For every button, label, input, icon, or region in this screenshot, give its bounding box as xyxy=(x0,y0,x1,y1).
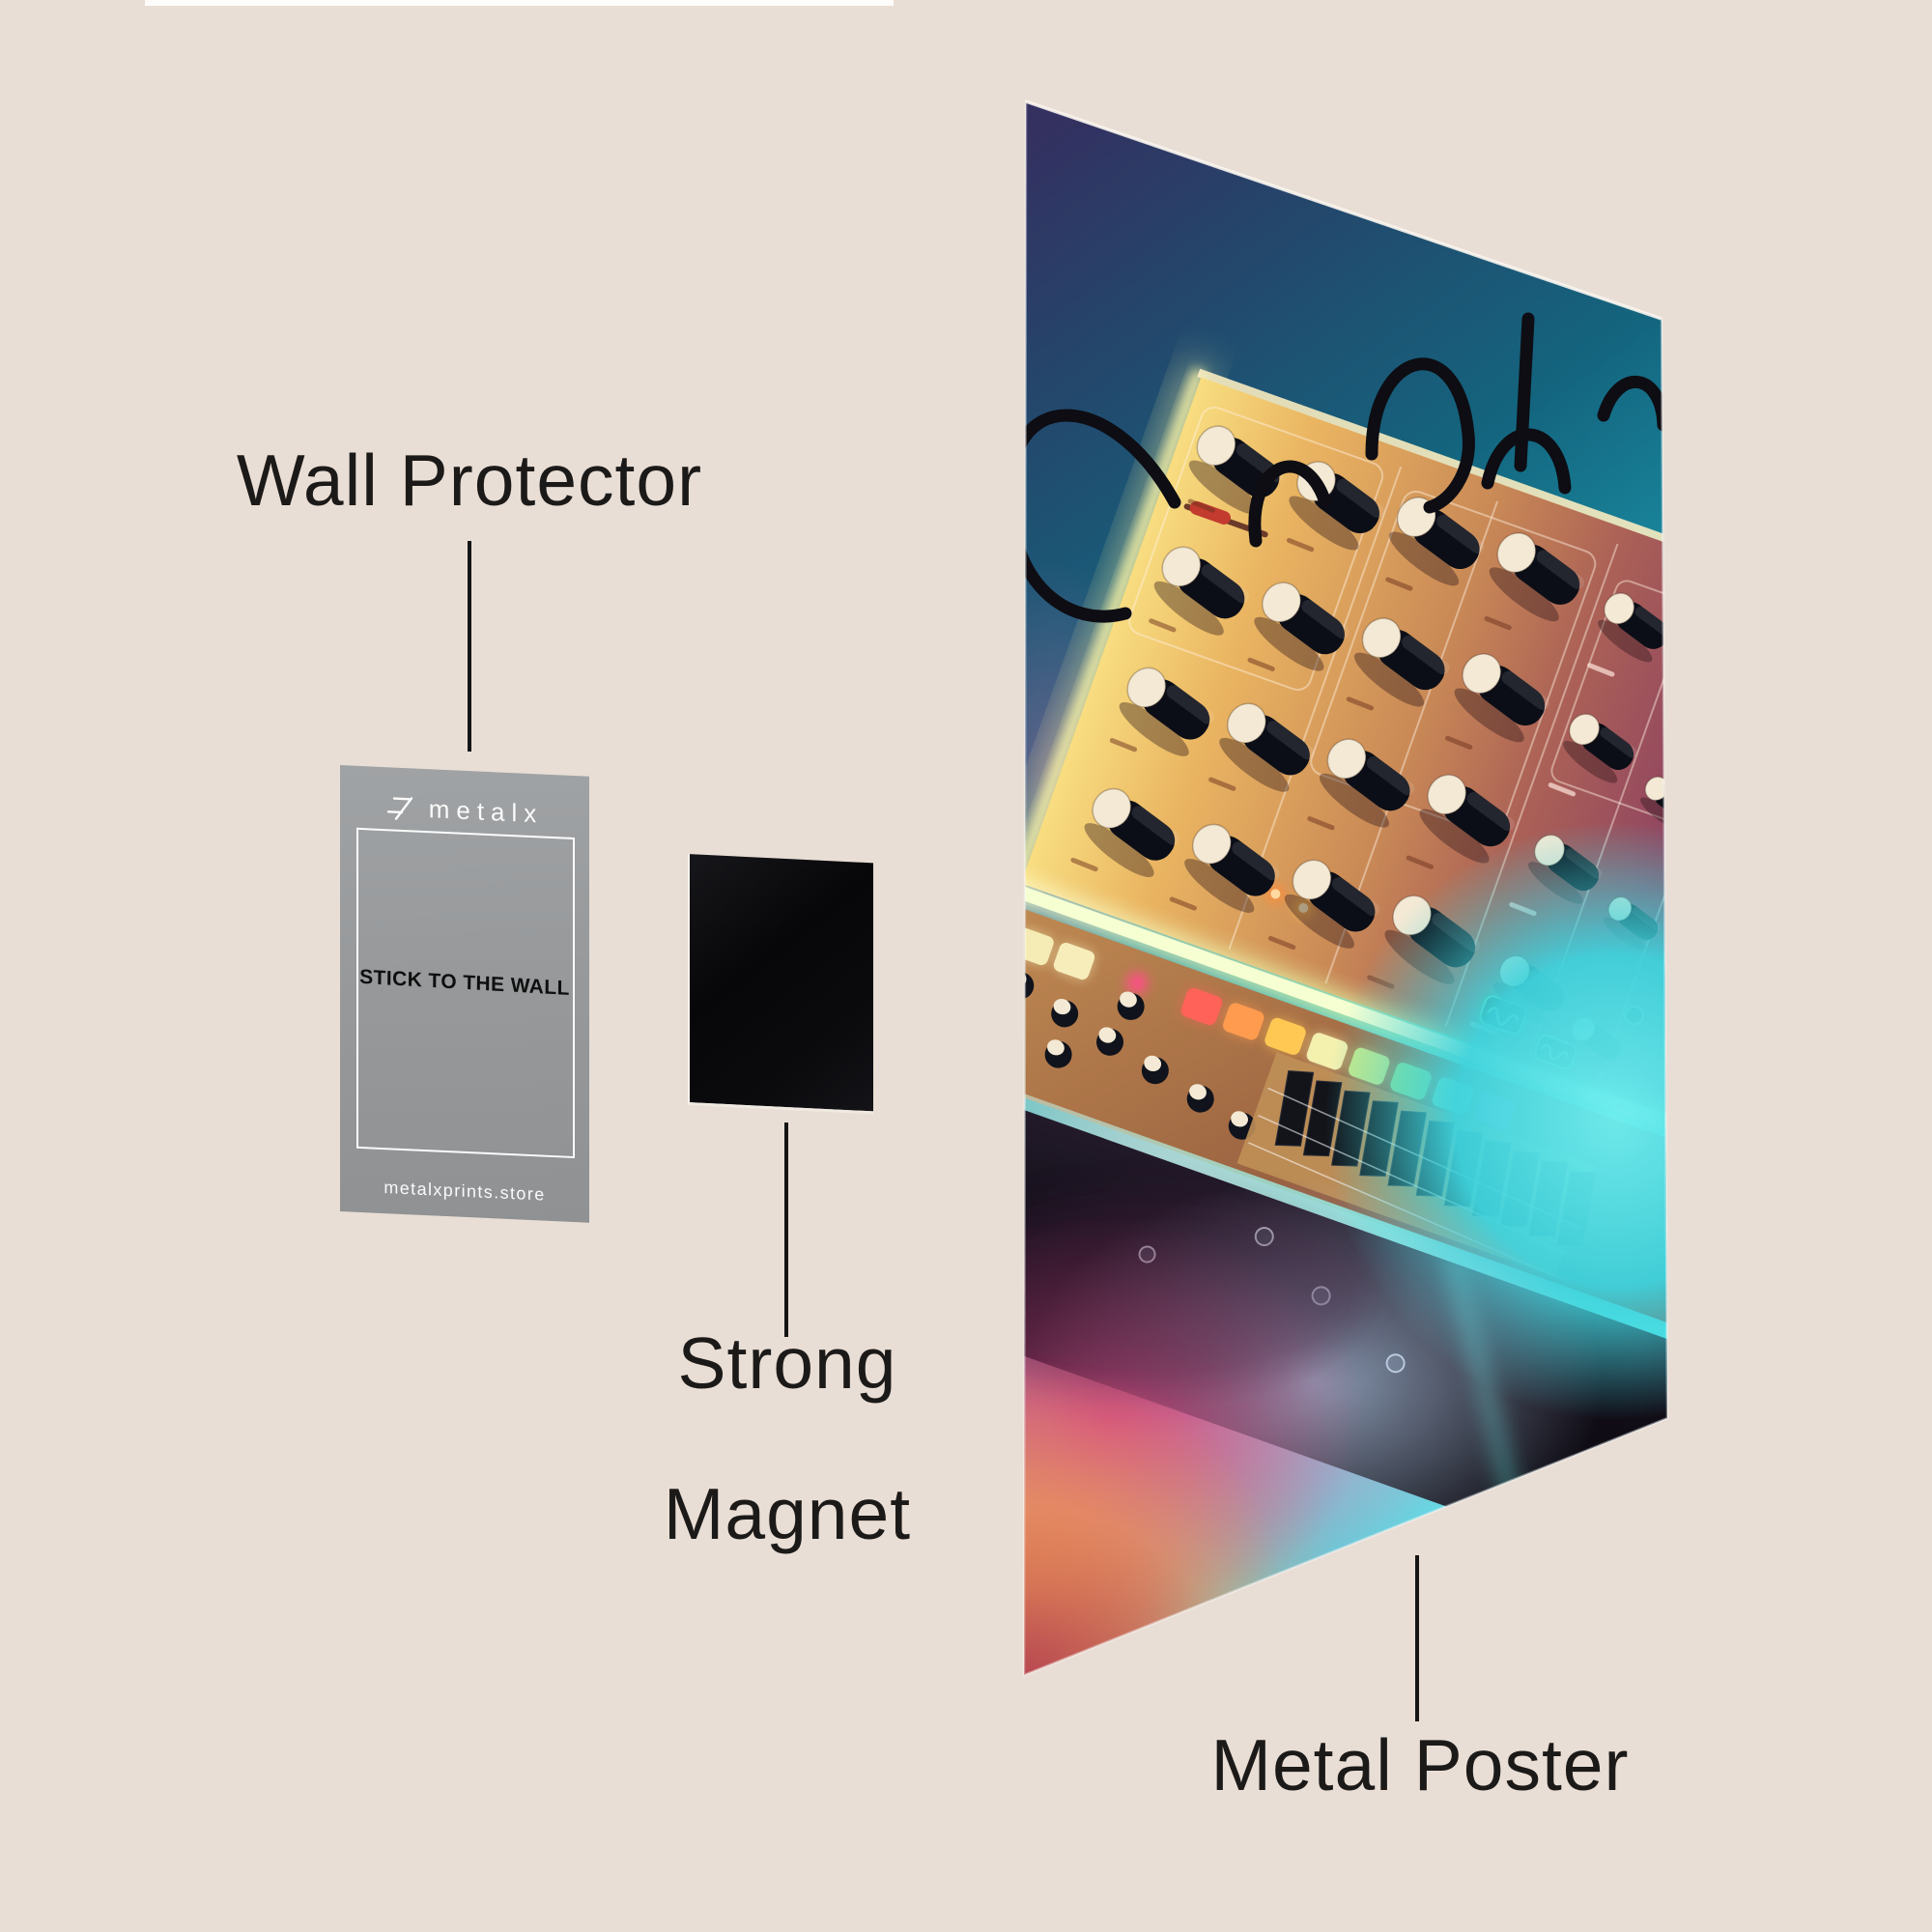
poster-top-edge-highlight xyxy=(1025,99,1662,321)
top-edge-strip xyxy=(145,0,894,6)
metal-poster-connector-line xyxy=(1415,1555,1419,1721)
floor-wash-overlays xyxy=(1024,821,1667,1675)
strong-magnet-label-line2: Magnet xyxy=(663,1473,912,1554)
strong-magnet-label: Strong Magnet xyxy=(546,1325,1029,1551)
patch-cables xyxy=(1024,312,1667,623)
strong-magnet-label-line1: Strong xyxy=(677,1322,897,1404)
metal-poster-label: Metal Poster xyxy=(1210,1724,1630,1805)
wall-protector-label: Wall Protector xyxy=(236,440,703,521)
wall-protector-connector-line xyxy=(468,541,471,752)
metalx-logo-icon xyxy=(386,796,412,820)
panel-leds xyxy=(1266,885,1313,917)
magnet-connector-line xyxy=(784,1122,788,1337)
wall-protector-card: metalx STICK TO THE WALL metalxprints.st… xyxy=(340,765,589,1223)
synth-panel xyxy=(1024,377,1667,1136)
brand-logo-row: metalx xyxy=(340,790,589,832)
pink-jewel-light xyxy=(1126,972,1149,994)
deck-mixer-knobs xyxy=(1024,970,1256,1140)
